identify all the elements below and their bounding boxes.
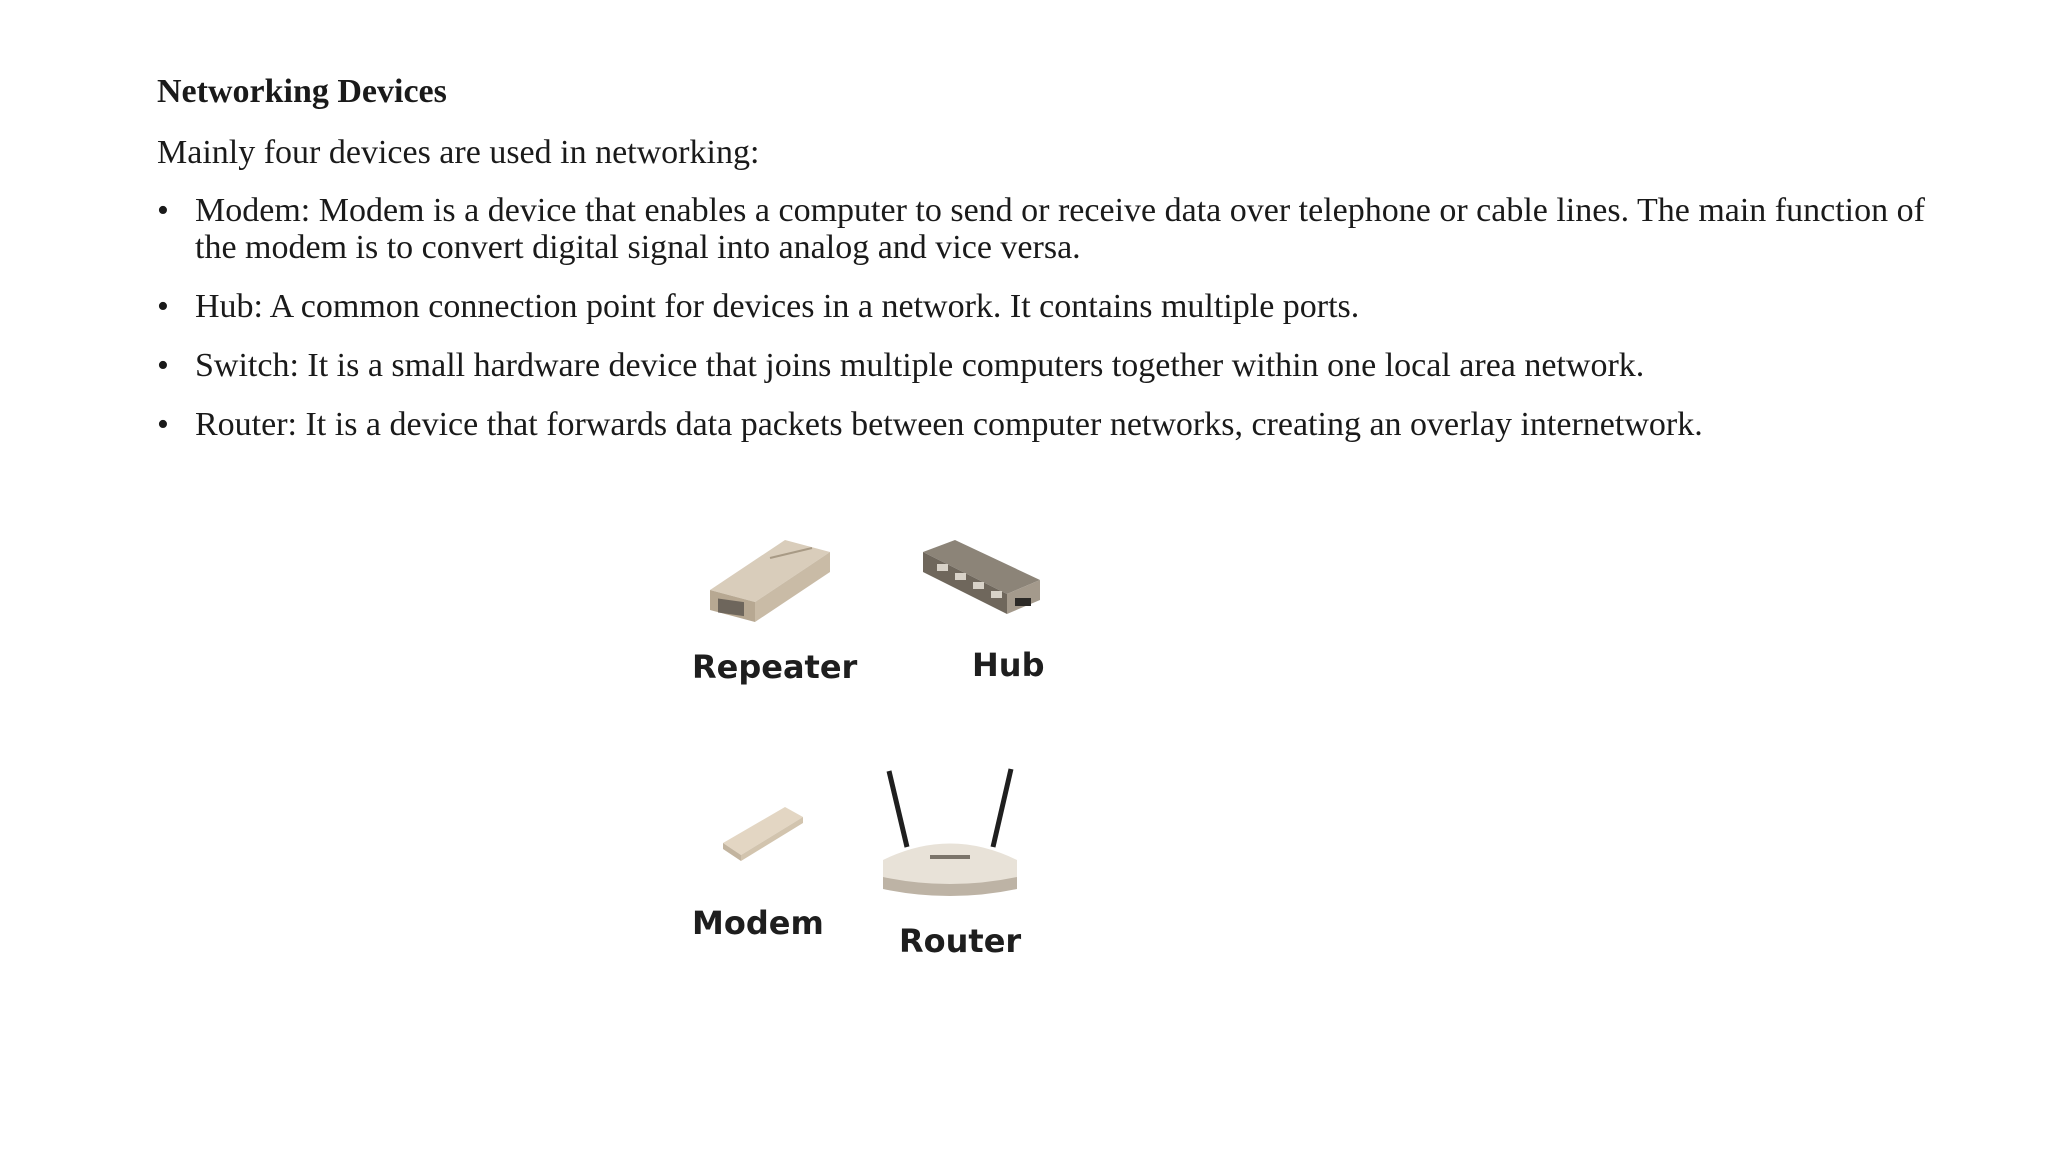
list-item: • Switch: It is a small hardware device … bbox=[157, 347, 1957, 384]
bullet-glyph: • bbox=[157, 288, 169, 325]
modem-icon bbox=[715, 795, 815, 875]
page-title: Networking Devices bbox=[157, 73, 447, 110]
bullet-list: • Modem: Modem is a device that enables … bbox=[157, 192, 1957, 465]
repeater-label: Repeater bbox=[692, 648, 858, 686]
intro-text: Mainly four devices are used in networki… bbox=[157, 134, 760, 171]
router-label: Router bbox=[899, 922, 1022, 960]
modem-label: Modem bbox=[692, 904, 824, 942]
bullet-text-hub: Hub: A common connection point for devic… bbox=[195, 288, 1360, 325]
bullet-glyph: • bbox=[157, 192, 169, 229]
hub-icon bbox=[915, 532, 1045, 632]
list-item: • Router: It is a device that forwards d… bbox=[157, 406, 1957, 443]
router-icon bbox=[875, 765, 1025, 915]
list-item: • Hub: A common connection point for dev… bbox=[157, 288, 1957, 325]
bullet-glyph: • bbox=[157, 347, 169, 384]
bullet-text-modem: Modem: Modem is a device that enables a … bbox=[195, 192, 1925, 266]
bullet-text-router: Router: It is a device that forwards dat… bbox=[195, 406, 1703, 443]
devices-figure: Repeater Hub Modem Rou bbox=[680, 520, 1100, 970]
list-item: • Modem: Modem is a device that enables … bbox=[157, 192, 1957, 266]
bullet-glyph: • bbox=[157, 406, 169, 443]
repeater-icon bbox=[700, 530, 840, 640]
hub-label: Hub bbox=[972, 646, 1045, 684]
bullet-text-switch: Switch: It is a small hardware device th… bbox=[195, 347, 1645, 384]
